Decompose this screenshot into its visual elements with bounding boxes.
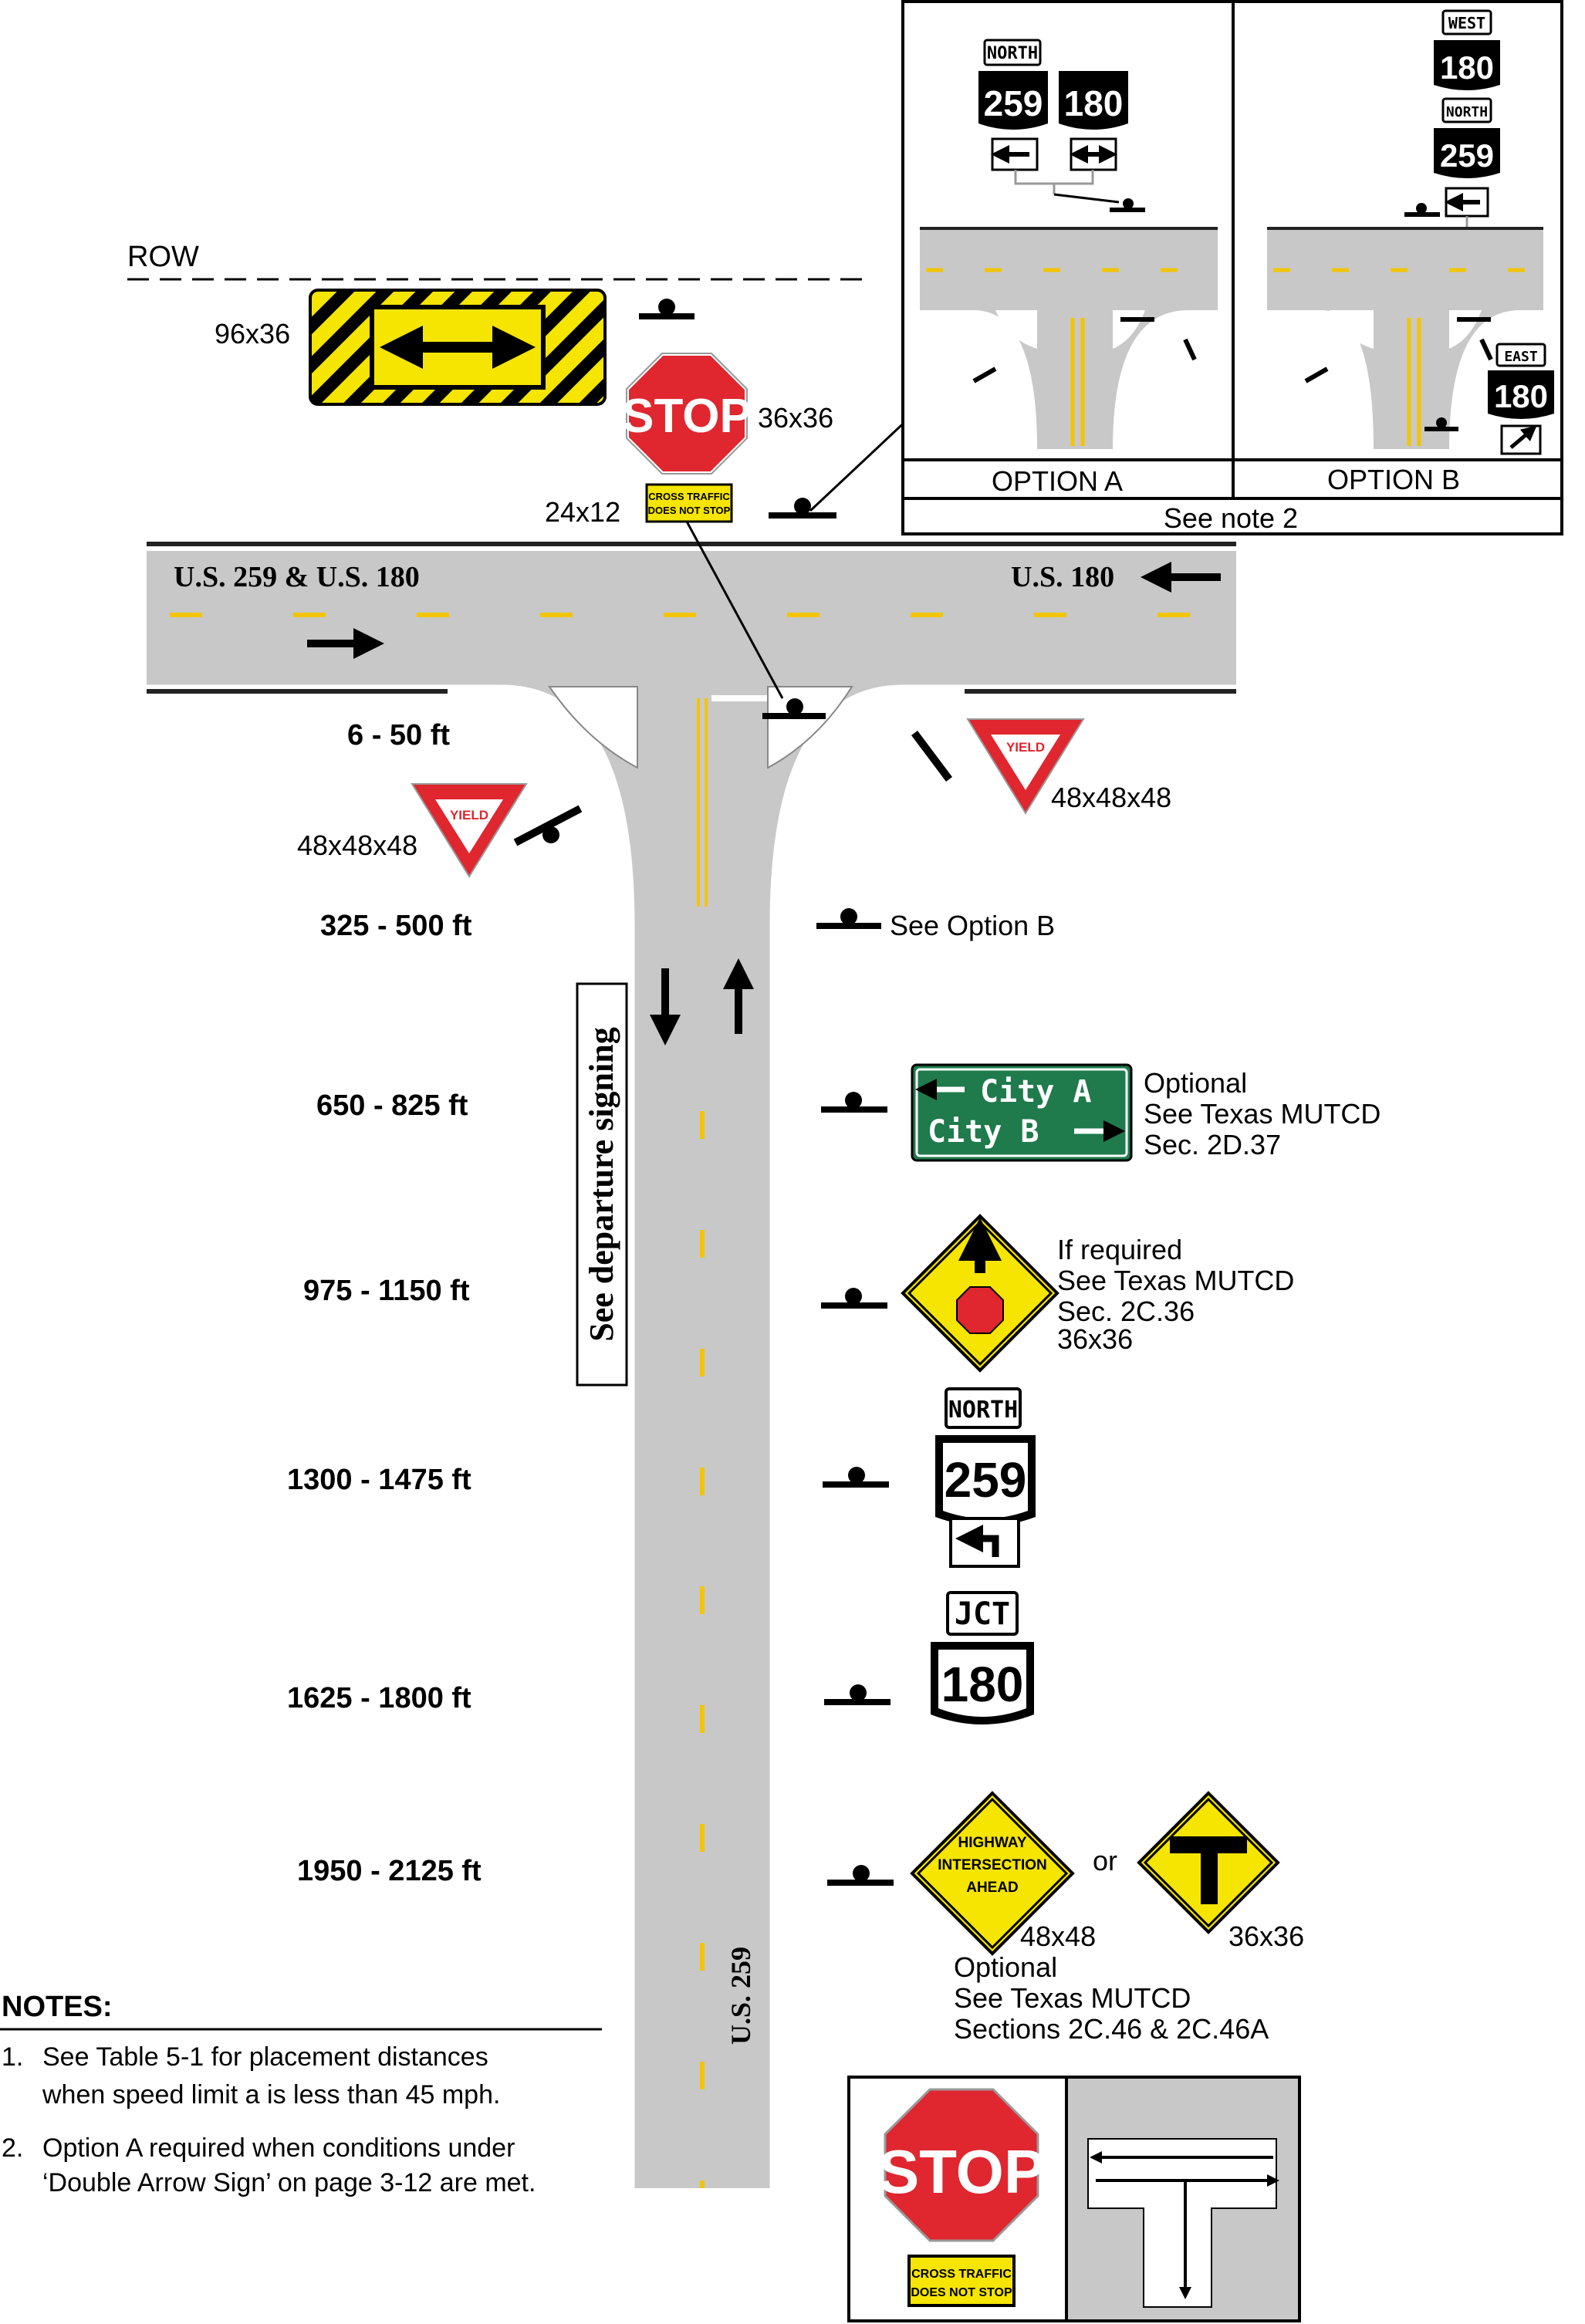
option-a-label: OPTION A (992, 465, 1123, 497)
svg-text:Sections 2C.46 & 2C.46A: Sections 2C.46 & 2C.46A (954, 2013, 1269, 2045)
svg-text:‘Double Arrow Sign’ on page 3-: ‘Double Arrow Sign’ on page 3-12 are met… (42, 2168, 536, 2197)
svg-text:Optional: Optional (954, 1951, 1057, 1983)
road-label-vertical: U.S. 259 (725, 1947, 756, 2045)
svg-text:1.: 1. (2, 2042, 23, 2072)
svg-text:Optional: Optional (1144, 1067, 1247, 1099)
stop-text: STOP (622, 390, 752, 443)
svg-text:See Texas MUTCD: See Texas MUTCD (1144, 1098, 1381, 1130)
svg-text:CROSS TRAFFIC: CROSS TRAFFIC (911, 2268, 1012, 2281)
post-symbol (816, 908, 881, 929)
svg-text:NORTH: NORTH (1446, 104, 1488, 120)
post-symbol-angled (911, 731, 952, 782)
post-symbol (827, 1865, 894, 1886)
size-cross-plaque: 24x12 (545, 496, 620, 528)
svg-text:DOES NOT STOP: DOES NOT STOP (911, 2286, 1012, 2299)
stop-ahead-sign (901, 1214, 1059, 1373)
distance-0: 6 - 50 ft (347, 719, 450, 752)
svg-text:YIELD: YIELD (1006, 740, 1045, 755)
svg-text:CROSS TRAFFIC: CROSS TRAFFIC (648, 491, 730, 502)
notes-section: NOTES: 1. See Table 5-1 for placement di… (0, 1991, 602, 2197)
svg-text:180: 180 (1494, 378, 1548, 414)
distance-5: 1625 - 1800 ft (287, 1682, 471, 1714)
post-symbol (823, 1467, 889, 1488)
island-left (548, 686, 638, 769)
distance-3: 975 - 1150 ft (303, 1275, 470, 1307)
road-label-main-right: U.S. 180 (1011, 561, 1114, 593)
size-yield-right: 48x48x48 (1051, 782, 1171, 813)
svg-text:EAST: EAST (1504, 349, 1538, 365)
t-intersection-sign (1137, 1791, 1280, 1934)
route-assembly-north-259: NORTH 259 (935, 1387, 1036, 1568)
svg-text:NORTH: NORTH (948, 1397, 1018, 1424)
option-b-label: OPTION B (1327, 464, 1460, 495)
distance-1: 325 - 500 ft (320, 910, 472, 942)
svg-text:Sec. 2C.36: Sec. 2C.36 (1057, 1295, 1195, 1327)
svg-text:180: 180 (1064, 83, 1124, 123)
yield-sign-left: YIELD (411, 783, 528, 878)
size-t-sign: 36x36 (1228, 1920, 1304, 1952)
cross-traffic-plaque: CROSS TRAFFIC DOES NOT STOP (645, 483, 733, 523)
size-hwy-intersection: 48x48 (1020, 1920, 1096, 1952)
svg-text:180: 180 (1440, 49, 1494, 86)
svg-text:If required: If required (1057, 1234, 1182, 1265)
size-yield-left: 48x48x48 (297, 829, 417, 861)
options-panel: OPTION A OPTION B See note 2 NORTH 259 1… (901, 0, 1563, 535)
svg-text:when speed limit a is less tha: when speed limit a is less than 45 mph. (42, 2080, 500, 2110)
distance-6: 1950 - 2125 ft (297, 1855, 482, 1887)
leader-line (685, 521, 784, 699)
svg-text:INTERSECTION: INTERSECTION (938, 1857, 1046, 1873)
double-arrow-sign (309, 289, 607, 406)
svg-text:WEST: WEST (1448, 14, 1485, 32)
row-label: ROW (127, 241, 199, 273)
svg-text:Option A required when conditi: Option A required when conditions under (42, 2133, 515, 2163)
highway-intersection-ahead-sign: HIGHWAY INTERSECTION AHEAD (910, 1791, 1075, 1956)
svg-text:259: 259 (984, 83, 1043, 123)
departure-signing-box: See departure signing (576, 982, 628, 1387)
see-note-2: See note 2 (1164, 502, 1298, 534)
city-b-label: City B (928, 1114, 1039, 1150)
or-label: or (1093, 1845, 1117, 1876)
post-symbol (769, 498, 836, 519)
stop-sign: STOP (622, 351, 752, 476)
yield-sign-right: YIELD (966, 718, 1085, 815)
city-a-label: City A (980, 1074, 1092, 1110)
post-symbol (639, 299, 694, 319)
svg-text:180: 180 (941, 1657, 1024, 1712)
post-symbol (821, 1092, 887, 1113)
svg-text:NORTH: NORTH (987, 44, 1038, 63)
distance-4: 1300 - 1475 ft (287, 1464, 471, 1496)
island-right (767, 686, 853, 769)
svg-text:YIELD: YIELD (450, 808, 488, 823)
svg-text:See Table 5-1 for placement di: See Table 5-1 for placement distances (42, 2042, 488, 2072)
svg-text:259: 259 (1440, 137, 1494, 174)
distance-2: 650 - 825 ft (316, 1089, 468, 1122)
size-stop: 36x36 (758, 402, 833, 434)
post-symbol-angled (513, 805, 583, 846)
see-option-b: See Option B (890, 910, 1055, 941)
legend-box: STOP CROSS TRAFFIC DOES NOT STOP (847, 2076, 1301, 2322)
svg-text:See Texas MUTCD: See Texas MUTCD (1057, 1265, 1294, 1296)
size-chevron-board: 96x36 (215, 318, 290, 350)
svg-text:Sec. 2D.37: Sec. 2D.37 (1144, 1129, 1281, 1160)
notes-title: NOTES: (2, 1991, 113, 2023)
junction-180-assembly: JCT 180 (931, 1591, 1034, 1724)
svg-text:JCT: JCT (955, 1596, 1010, 1632)
post-symbol (821, 1288, 887, 1309)
svg-text:DOES NOT STOP: DOES NOT STOP (648, 505, 731, 516)
post-symbol (762, 698, 826, 719)
svg-text:AHEAD: AHEAD (966, 1880, 1019, 1896)
leader-line (809, 415, 912, 512)
svg-text:259: 259 (945, 1452, 1027, 1508)
svg-text:36x36: 36x36 (1057, 1323, 1133, 1355)
svg-text:HIGHWAY: HIGHWAY (958, 1835, 1026, 1851)
svg-text:STOP: STOP (878, 2137, 1045, 2206)
pavement (147, 549, 1236, 2188)
svg-text:See departure signing: See departure signing (583, 1027, 620, 1341)
guide-sign-city: City A City B (911, 1063, 1133, 1162)
post-symbol (824, 1684, 891, 1705)
svg-text:2.: 2. (2, 2133, 23, 2163)
road-label-main-left: U.S. 259 & U.S. 180 (174, 561, 420, 593)
svg-text:See Texas MUTCD: See Texas MUTCD (954, 1982, 1191, 2014)
